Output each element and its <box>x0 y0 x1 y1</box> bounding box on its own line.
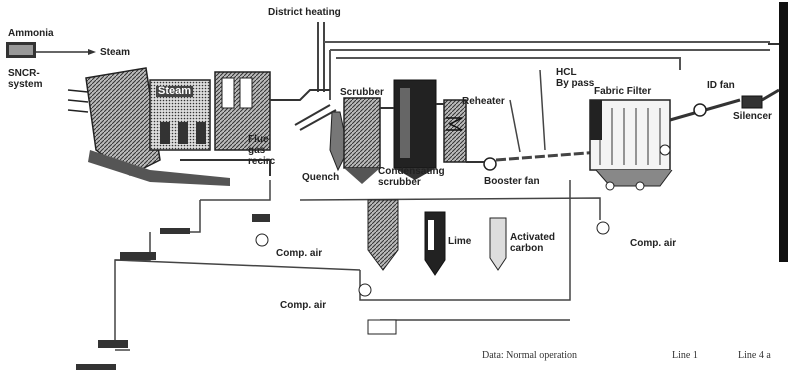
bypass-duct <box>324 42 770 100</box>
reagent-system <box>115 180 600 350</box>
silos <box>76 200 609 370</box>
scrubber <box>344 98 380 184</box>
label-steam-in: Steam <box>100 47 130 58</box>
caption-line4: Line 4 a <box>738 350 771 361</box>
label-silencer: Silencer <box>733 111 772 122</box>
label-fabric-filter: Fabric Filter <box>594 86 651 97</box>
label-ammonia: Ammonia <box>8 28 54 39</box>
label-condensating-scrubber: Condensating scrubber <box>378 166 445 188</box>
label-steam-boiler: Steam <box>156 86 193 97</box>
label-quench: Quench <box>302 172 339 183</box>
condensating-scrubber <box>380 80 436 180</box>
stack <box>768 2 788 262</box>
label-comp-air-bottom: Comp. air <box>280 300 326 311</box>
label-comp-air-right: Comp. air <box>630 238 676 249</box>
ammonia-tank <box>6 42 96 58</box>
reheater <box>436 100 466 162</box>
label-booster-fan: Booster fan <box>484 176 540 187</box>
label-activated-carbon: Activated carbon <box>510 232 555 254</box>
label-district-heating: District heating <box>268 7 341 18</box>
label-reheater: Reheater <box>462 96 505 107</box>
district-heating-pipe <box>318 22 324 92</box>
label-flue-gas-recirc: Flue gas recirc <box>248 134 275 167</box>
fabric-filter <box>590 100 672 190</box>
caption-line1: Line 1 <box>672 350 698 361</box>
label-hcl-bypass: HCL By pass <box>556 67 594 89</box>
caption-data-label: Data: Normal operation <box>482 350 577 361</box>
label-sncr: SNCR- system <box>8 68 42 90</box>
label-lime: Lime <box>448 236 471 247</box>
label-scrubber: Scrubber <box>340 87 384 98</box>
label-id-fan: ID fan <box>707 80 735 91</box>
label-comp-air-left: Comp. air <box>276 248 322 259</box>
